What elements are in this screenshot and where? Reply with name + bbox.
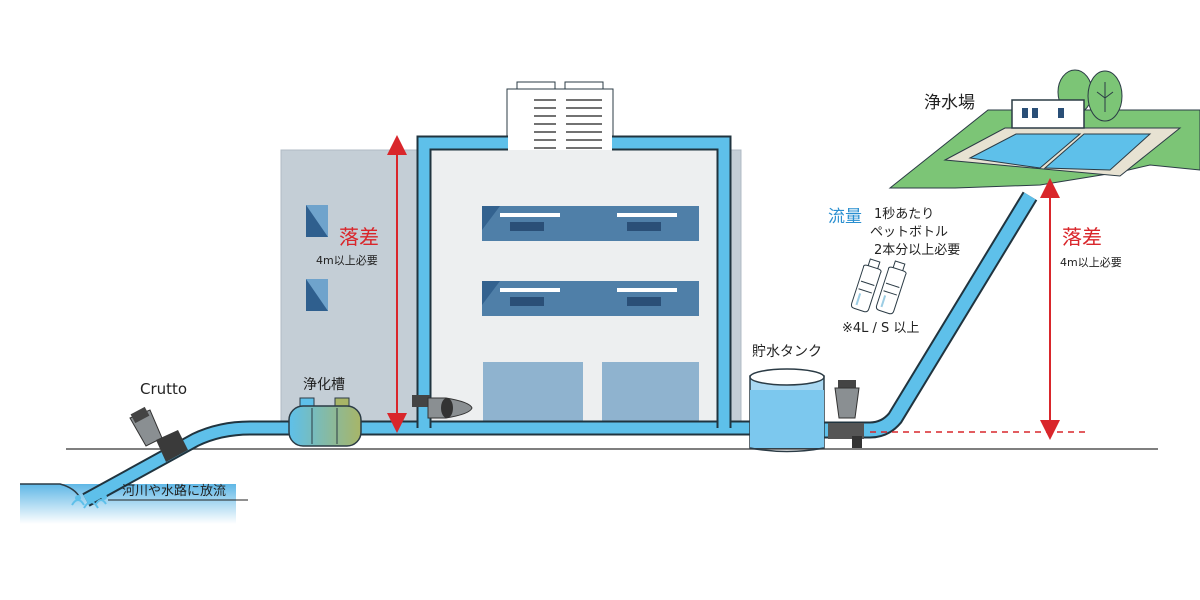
- rooftop-equipment: [506, 81, 614, 156]
- septic-tank-label: 浄化槽: [303, 377, 345, 393]
- front-building: [428, 150, 718, 428]
- head-arrow-right: [870, 178, 1090, 440]
- head-left-note: 4m以上必要: [316, 254, 378, 267]
- door-panel: [602, 362, 699, 428]
- crutto-turbine-icon: [129, 406, 188, 462]
- crutto-turbine-icon: [828, 380, 864, 448]
- flow-line-1: 1秒あたり: [874, 207, 934, 222]
- small-window-icon: [306, 205, 328, 237]
- window-band: [482, 281, 699, 316]
- discharge-label: 河川や水路に放流: [122, 483, 226, 499]
- water-splash-icon: [71, 494, 107, 509]
- plastic-bottle-icon: [850, 258, 882, 313]
- flow-line-3: 2本分以上必要: [874, 243, 960, 258]
- river: [20, 483, 236, 524]
- door-panel: [483, 362, 583, 428]
- plastic-bottle-icon: [875, 260, 907, 315]
- crutto-label: Crutto: [140, 380, 187, 398]
- storage-tank-icon: [749, 368, 825, 453]
- septic-tank-icon: [288, 397, 362, 447]
- water-plant: [888, 69, 1200, 189]
- storage-tank-label: 貯水タンク: [752, 344, 822, 360]
- head-right-label: 落差: [1062, 225, 1102, 249]
- flow-line-2: ペットボトル: [870, 225, 948, 240]
- flow-note: ※4L / S 以上: [842, 321, 919, 336]
- window-band: [482, 206, 699, 241]
- flow-title: 流量: [828, 207, 862, 227]
- small-window-icon: [306, 279, 328, 311]
- crutto-turbine-icon: [412, 395, 473, 419]
- water-plant-label: 浄水場: [924, 93, 975, 113]
- head-left-label: 落差: [339, 225, 379, 249]
- head-right-note: 4m以上必要: [1060, 256, 1122, 269]
